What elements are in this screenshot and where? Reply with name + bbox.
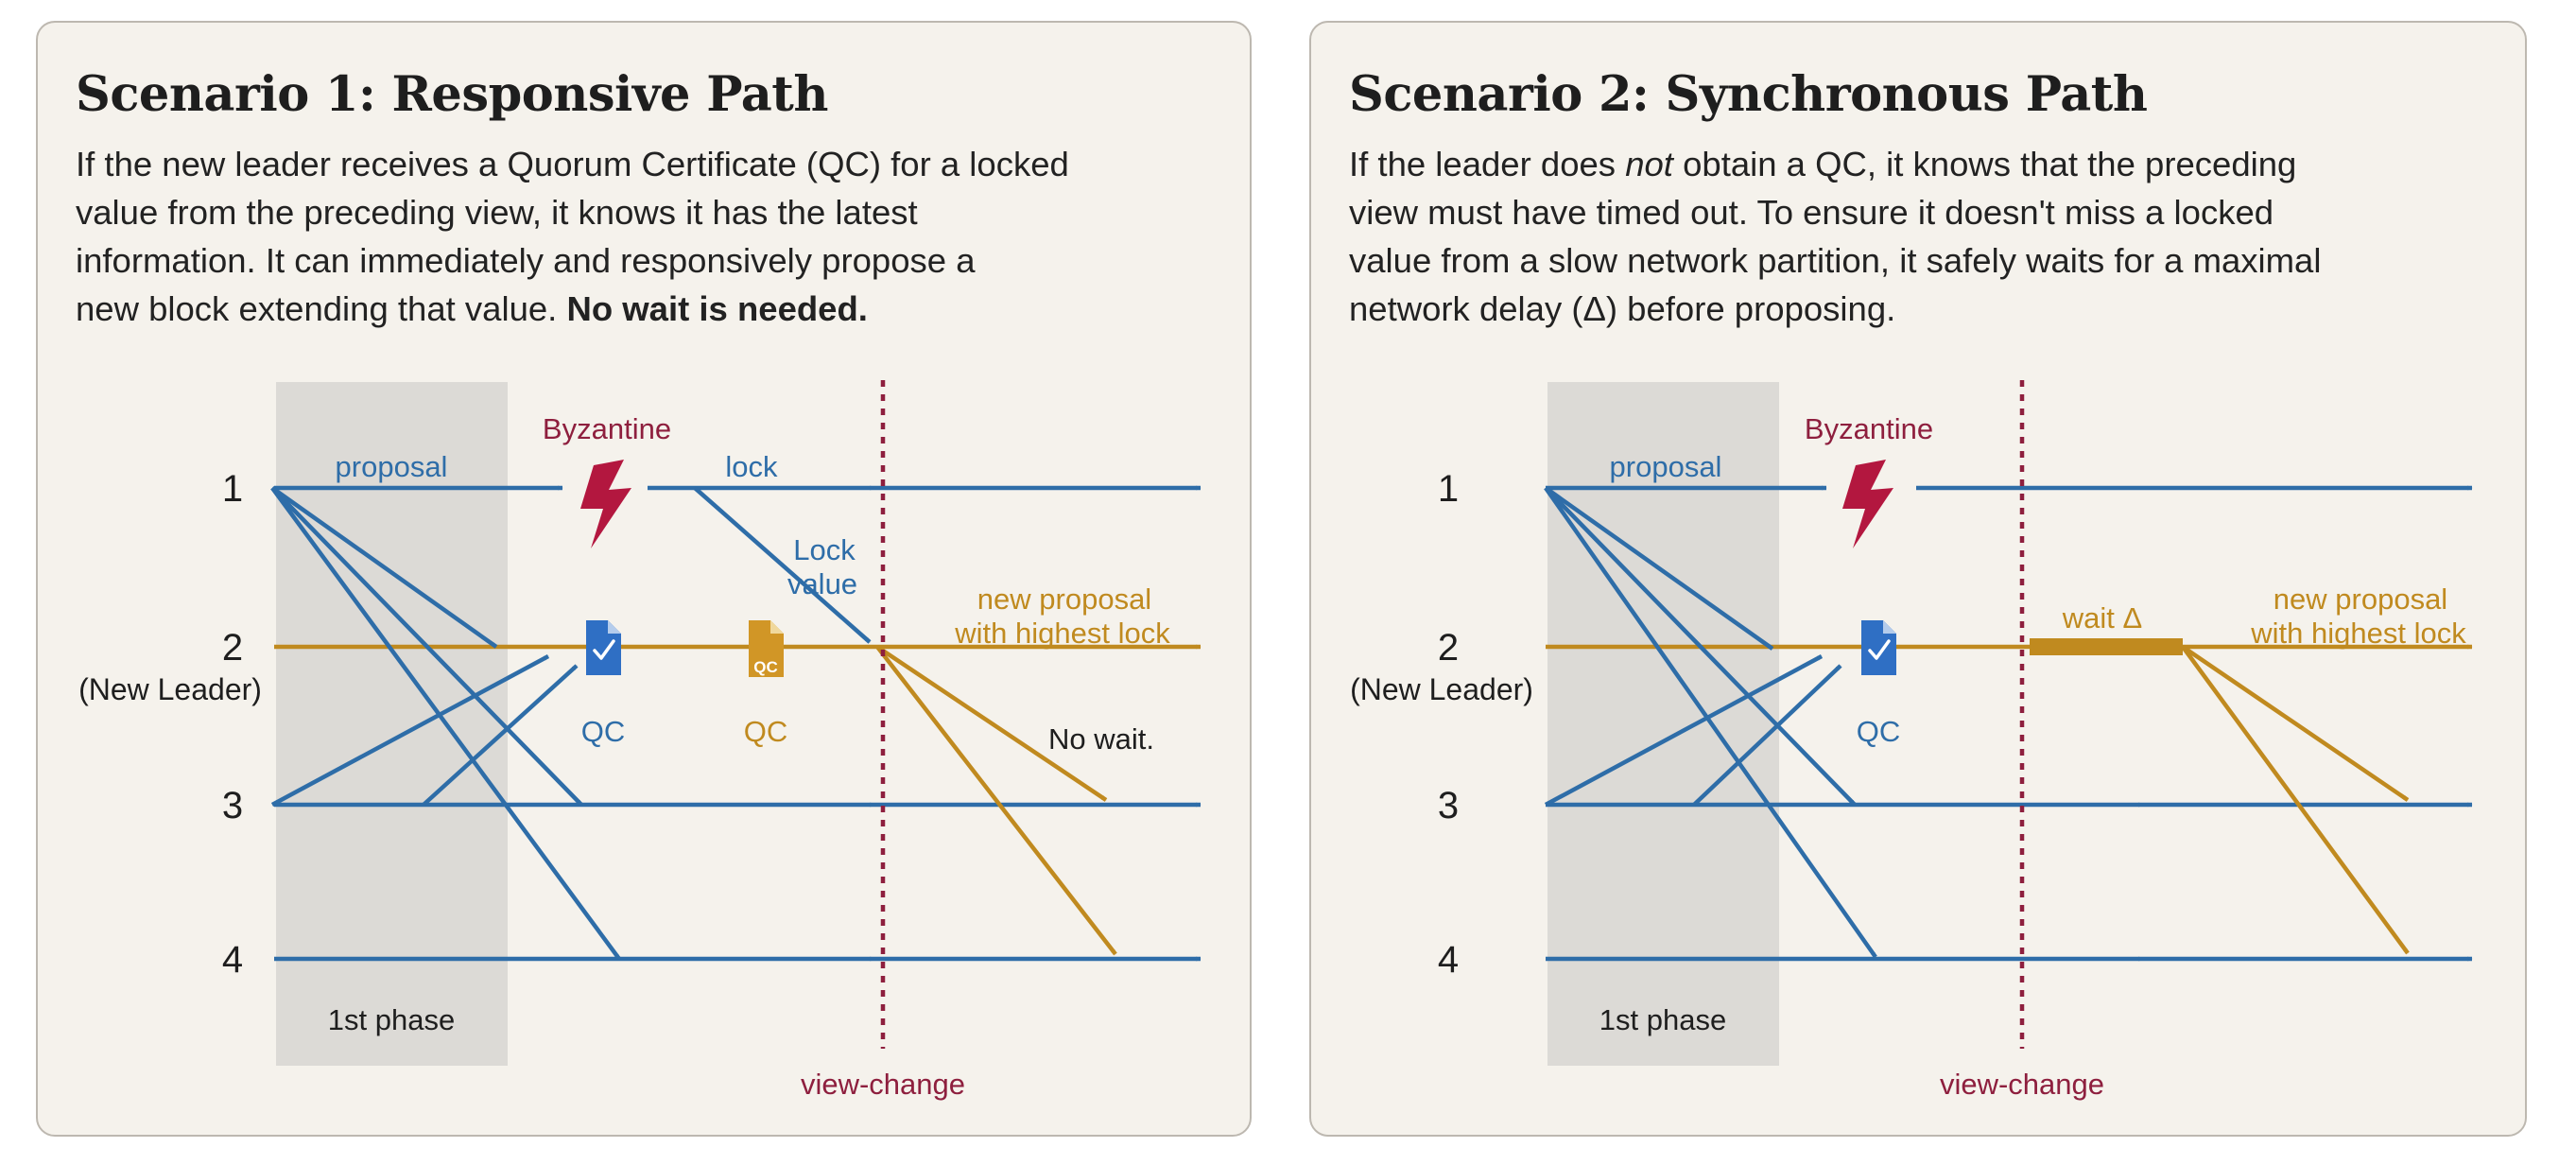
scenario-1-title: Scenario 1: Responsive Path (76, 66, 828, 123)
scenario-1-diagram: .bl { stroke:#2e6da8; stroke-width:4.5; … (78, 380, 1202, 1101)
qc-document-icon (1861, 620, 1896, 675)
byzantine-label: Byzantine (1805, 412, 1933, 445)
desc-text: If the leader does (1349, 145, 1626, 183)
wait-delta-label: wait Δ (2062, 601, 2142, 635)
desc-line: value from a slow network partition, it … (1349, 241, 2322, 280)
proposal-arrow (1544, 486, 1774, 651)
desc-line: new block extending that value. No wait … (76, 285, 1229, 333)
new-proposal-arrow (875, 645, 1108, 802)
node-label-1: 1 (1438, 468, 1459, 510)
proposal-arrow (270, 486, 583, 807)
not-emphasis: not (1625, 145, 1673, 183)
lock-label: lock (725, 450, 778, 483)
lock-value-arrow (693, 486, 872, 644)
new-proposal-arrow (2181, 645, 2410, 802)
node-label-4: 4 (1438, 939, 1459, 981)
desc-line: information. It can immediately and resp… (76, 241, 976, 280)
qc-badge-label: QC (753, 658, 778, 676)
vote-arrow (1692, 664, 1842, 807)
new-proposal-label: new proposal (977, 582, 1151, 616)
first-phase-region (1547, 382, 1779, 1066)
scenario-2-title: Scenario 2: Synchronous Path (1349, 66, 2148, 123)
proposal-label: proposal (1610, 450, 1722, 483)
qc-document-icon (586, 620, 621, 675)
desc-line: If the new leader receives a Quorum Cert… (76, 145, 1069, 183)
qc-lock-document-icon (749, 620, 784, 677)
vote-arrow (422, 664, 579, 807)
scenario-1-description: If the new leader receives a Quorum Cert… (76, 140, 1229, 333)
vote-arrow (270, 654, 550, 807)
desc-text: obtain a QC, it knows that the preceding (1672, 145, 2297, 183)
scenario-2-diagram: .bl2 { stroke:#2e6da8; stroke-width:4.5;… (1350, 380, 2473, 1101)
qc-lock-label: QC (744, 715, 788, 748)
vote-arrow (1544, 654, 1824, 807)
node-label-1: 1 (222, 468, 243, 510)
new-proposal-label: new proposal (2273, 582, 2447, 616)
first-phase-label: 1st phase (1599, 1003, 1726, 1036)
scenario-2-panel: Scenario 2: Synchronous Path If the lead… (1309, 21, 2527, 1137)
proposal-label: proposal (336, 450, 448, 483)
desc-line-text: new block extending that value. (76, 289, 558, 328)
proposal-arrow (1544, 486, 1857, 807)
lightning-bolt-icon (1842, 460, 1893, 548)
desc-line: network delay (Δ) before proposing. (1349, 289, 1896, 328)
proposal-arrow (270, 486, 621, 961)
desc-line: view must have timed out. To ensure it d… (1349, 193, 2274, 232)
node-label-3: 3 (222, 785, 243, 826)
proposal-arrow (1544, 486, 1877, 959)
new-proposal-arrow (2181, 645, 2410, 955)
first-phase-label: 1st phase (328, 1003, 455, 1036)
node-label-4: 4 (222, 939, 243, 981)
new-proposal-label: with highest lock (954, 617, 1170, 650)
lock-value-label: Lock (793, 533, 856, 566)
new-proposal-label: with highest lock (2250, 617, 2466, 650)
view-change-label: view-change (801, 1068, 965, 1101)
no-wait-emphasis: No wait is needed. (566, 289, 868, 328)
node-label-2: 2 (222, 627, 243, 669)
qc-label: QC (581, 715, 626, 748)
byzantine-label: Byzantine (543, 412, 671, 445)
desc-line: value from the preceding view, it knows … (76, 193, 918, 232)
qc-label: QC (1857, 715, 1901, 748)
wait-delta-bar (2030, 638, 2183, 655)
desc-line: If the leader does not obtain a QC, it k… (1349, 140, 2502, 188)
node-label-3: 3 (1438, 785, 1459, 826)
lock-value-label: value (787, 567, 857, 600)
first-phase-region (276, 382, 508, 1066)
new-leader-label: (New Leader) (1350, 672, 1533, 706)
node-label-2: 2 (1438, 627, 1459, 669)
proposal-arrow (270, 486, 498, 649)
new-leader-label: (New Leader) (78, 672, 262, 706)
scenario-2-description: If the leader does not obtain a QC, it k… (1349, 140, 2502, 333)
scenario-1-panel: Scenario 1: Responsive Path If the new l… (36, 21, 1252, 1137)
no-wait-label: No wait. (1048, 722, 1154, 756)
new-proposal-arrow (875, 645, 1117, 956)
lightning-bolt-icon (580, 460, 631, 548)
view-change-label: view-change (1940, 1068, 2104, 1101)
